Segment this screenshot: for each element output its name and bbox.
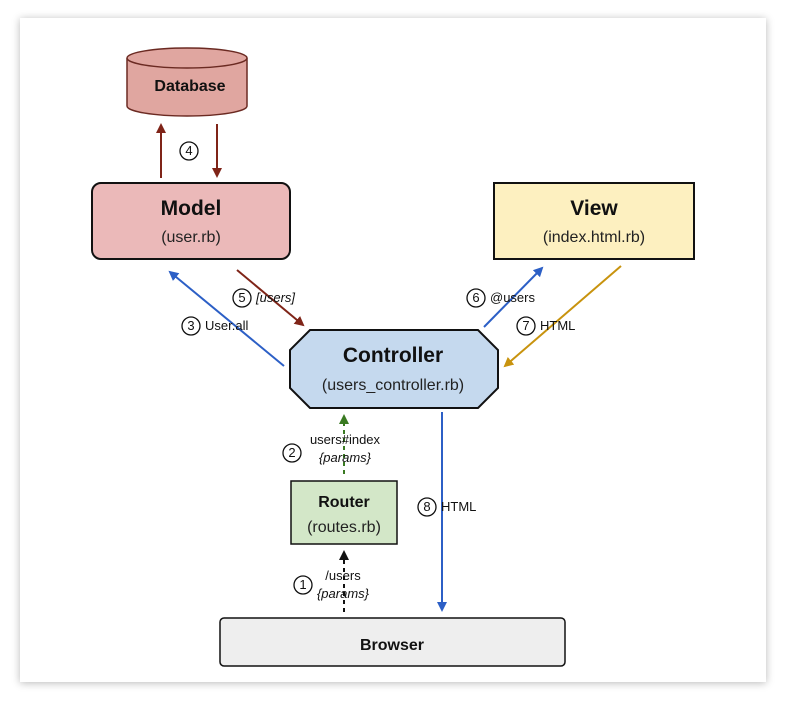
step-1-number: 1 [299,577,306,592]
view-node: View (index.html.rb) [493,182,695,260]
step-2-params: {params} [319,450,372,465]
arrow-controller-to-view [483,266,544,328]
browser-node: Browser [219,617,566,667]
step-4-circle [179,141,199,161]
step-7-label: 7 HTML [516,316,575,336]
step-3-number: 3 [187,318,194,333]
model-box [91,182,291,260]
step-5-text: [users] [255,290,295,305]
controller-octagon [289,329,499,409]
step-1-text: /users [325,568,361,583]
browser-box [219,617,566,667]
step-8-number: 8 [423,499,430,514]
step-5-circle [232,288,252,308]
step-8-label: 8 HTML [417,497,476,517]
arrow-controller-to-model [168,270,285,367]
arrow-view-to-controller [503,265,622,368]
step-1-label: 1 /users {params} [293,568,370,601]
model-node: Model (user.rb) [91,182,291,260]
view-title: View [570,197,618,220]
view-file: (index.html.rb) [543,229,645,246]
step-3-circle [181,316,201,336]
step-6-number: 6 [472,290,479,305]
controller-title: Controller [343,344,443,367]
step-7-text: HTML [540,318,575,333]
step-2-circle [282,443,302,463]
view-box [493,182,695,260]
step-3-text: User.all [205,318,248,333]
database-cylinder-body [126,58,248,117]
step-2-text: users#index [310,432,381,447]
step-2-number: 2 [288,445,295,460]
step-8-circle [417,497,437,517]
step-6-text: @users [490,290,535,305]
step-3-label: 3 User.all [181,316,248,336]
browser-title: Browser [360,637,424,654]
controller-file: (users_controller.rb) [322,377,464,394]
router-file: (routes.rb) [307,519,381,536]
database-cylinder-top [126,47,248,69]
step-1-params: {params} [317,586,370,601]
step-4-number: 4 [185,143,192,158]
router-node: Router (routes.rb) [290,480,398,545]
router-title: Router [318,494,370,511]
step-7-number: 7 [522,318,529,333]
step-7-circle [516,316,536,336]
step-2-label: 2 users#index {params} [282,432,381,465]
step-5-label: 5 [users] [232,288,295,308]
step-4-label: 4 [179,141,199,161]
database-node: Database [126,47,248,117]
step-6-label: 6 @users [466,288,535,308]
step-8-text: HTML [441,499,476,514]
database-title: Database [154,78,225,95]
step-6-circle [466,288,486,308]
step-5-number: 5 [238,290,245,305]
model-file: (user.rb) [161,229,221,246]
step-1-circle [293,575,313,595]
arrow-model-to-controller [236,269,305,327]
controller-node: Controller (users_controller.rb) [289,329,499,409]
model-title: Model [161,197,222,220]
router-box [290,480,398,545]
